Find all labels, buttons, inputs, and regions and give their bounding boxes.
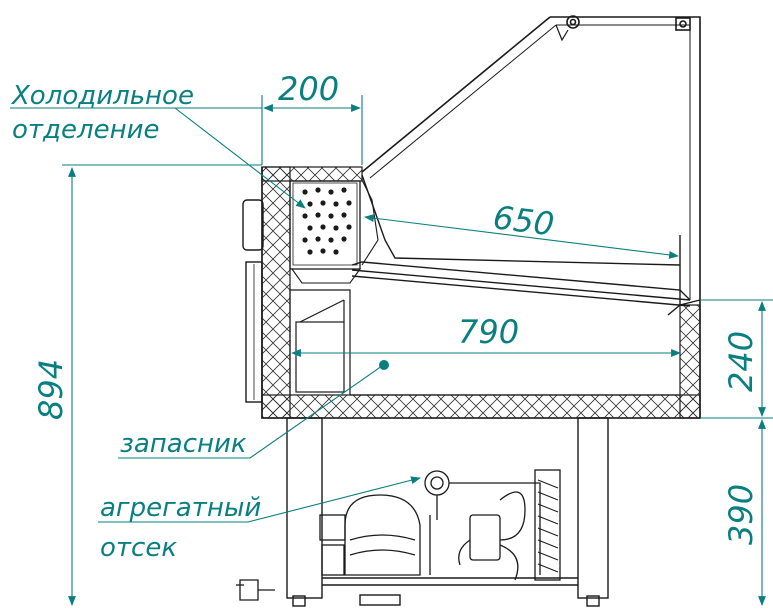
dim-200: 200 — [278, 70, 339, 108]
label-cooling-compartment-line1: Холодильное — [10, 81, 194, 111]
label-unit-line1: агрегатный — [100, 493, 261, 523]
leader-lines — [10, 107, 421, 523]
dim-650: 650 — [491, 198, 556, 243]
glass-canopy — [361, 15, 701, 300]
label-unit-line2: отсек — [100, 533, 177, 563]
cabinet-body — [261, 166, 701, 419]
dim-790: 790 — [458, 313, 519, 351]
perforated-panel — [302, 187, 352, 255]
refrigeration-unit — [319, 469, 561, 581]
dim-894: 894 — [32, 359, 70, 420]
storage-box — [295, 299, 345, 393]
display-shelf — [351, 174, 701, 316]
stand — [286, 417, 609, 607]
rear-door — [242, 199, 264, 403]
dimension-lines — [62, 95, 773, 606]
cooling-compartment — [289, 180, 362, 284]
dim-240: 240 — [722, 331, 760, 392]
dim-390: 390 — [722, 484, 760, 545]
storage-leader-dot — [379, 360, 389, 370]
label-storage: запасник — [120, 429, 247, 459]
label-cooling-compartment-line2: отделение — [12, 115, 160, 145]
power-plug — [236, 579, 275, 601]
